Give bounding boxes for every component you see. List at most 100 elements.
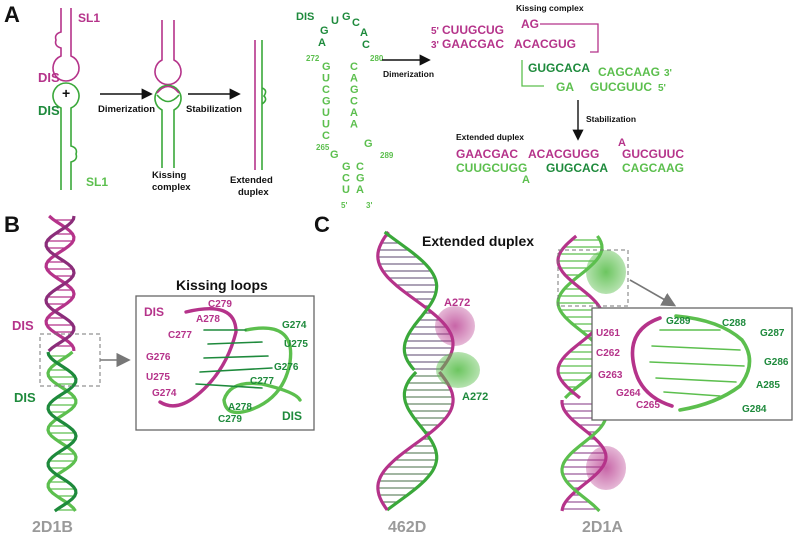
inset-b-green-label: U275 [284,339,308,350]
dis-hairpin-sequence: DIS G U G C A C A 272 280 [296,11,384,63]
hairpin-left-nt: U [322,107,330,119]
hairpin-left-nt: C [322,84,330,96]
pdb-label-2d1b: 2D1B [32,519,73,536]
inset-c-green-label: A285 [756,380,780,391]
kissing-label-1: Kissing [152,170,187,181]
inset-c-magenta-label: C262 [596,348,620,359]
hairpin-num-289: 289 [380,151,394,160]
kissing-bot-5p: 5' [658,83,666,94]
hairpin-left-nt: U [322,73,330,85]
backbone-strand [383,230,439,372]
backbone-strand [376,371,455,511]
inset-dis-green: DIS [282,409,302,423]
hairpin-left-nt: U [322,119,330,131]
a272-magenta-density [435,306,475,346]
structure-2d1a: 2D1A [556,234,677,536]
panel-label-b: B [4,212,20,237]
helix-462d [376,230,455,512]
kissing-bot-3p: 3' [664,68,672,79]
extended-duplex-sequences: Extended duplex A GAACGAC ACACGUGG GUCGU… [456,132,684,186]
kissing-top-3p: 3' [431,40,439,51]
hairpin-bulge-g: G [330,149,339,161]
extended-a-top: A [618,137,626,149]
inset-b-magenta-label: G274 [152,388,177,399]
panel-label-a: A [4,2,20,27]
hairpin-loop-nt: G [320,25,329,37]
kissing-stabilization-label: Stabilization [586,114,636,124]
kissing-bot-gugcaca: GUGCACA [528,61,590,75]
pdb-label-462d: 462D [388,519,426,536]
kissing-top-seq2: GAACGAC [442,37,504,51]
hairpin-num-280: 280 [370,54,384,63]
inset-b-strands [158,307,302,415]
backbone-strand [46,351,78,513]
sl1-bottom-label: SL1 [86,175,108,189]
stabilization-label: Stabilization [186,104,242,115]
inset-dis-magenta: DIS [144,305,164,319]
extended-duplex-title: Extended duplex [456,132,524,142]
kissing-top-5p: 5' [431,26,439,37]
hairpin-tail-right-nt: C [356,161,364,173]
hairpin-right-nt: C [350,96,358,108]
kissing-bot-cagcaag: CAGCAAG [598,65,660,79]
dimerization-label: Dimerization [98,104,155,115]
structure-2d1b: DIS DIS 2D1B [12,214,131,536]
backbone-strand [46,350,78,512]
hairpin-loop-nt: A [360,27,368,39]
inset-c-green-label: G289 [666,316,691,327]
hairpin-3prime: 3' [366,201,372,210]
kissing-complex-sequences: Dimerization Kissing complex 5' CUUGCUG … [382,3,672,141]
inset-b-magenta-label: A278 [196,314,220,325]
hairpin-num-272: 272 [306,54,320,63]
sl1-hairpin-green [52,82,80,190]
hairpin-dimerization-label: Dimerization [383,69,434,79]
hairpin-left-nt: G [322,61,331,73]
kissing-complex-schematic [154,20,182,168]
inset-c-strands [630,314,752,412]
inset-c-magenta-label: U261 [596,328,620,339]
extended-line2-c: CAGCAAG [622,161,684,175]
inset-c-green-label: G286 [764,357,789,368]
dis-top-label: DIS [38,70,60,85]
kissing-top-connector [540,23,599,53]
hairpin-loop-nt: G [342,11,351,23]
b-dis-top-label: DIS [12,318,34,333]
inset-b-magenta-label: C279 [208,299,232,310]
extended-line1-a: GAACGAC [456,147,518,161]
hairpin-right-nt: C [350,61,358,73]
b-dis-bottom-label: DIS [14,390,36,405]
a272-green-density [436,352,480,388]
hairpin-num-265: 265 [316,143,330,152]
inset-c-green-label: G284 [742,404,767,415]
a272-magenta-label: A272 [444,297,470,309]
inset-b-labels: C279A278C277G276U275G274G274U275G276C277… [146,299,308,425]
inset-b-magenta-label: C277 [168,330,192,341]
sl1-top-label: SL1 [78,11,100,25]
hairpin-left-nt: G [322,96,331,108]
inset-b-magenta-label: U275 [146,372,170,383]
plus-sign: + [62,85,70,101]
2d1a-green-density [586,250,626,294]
hairpin-tail-left-nt: U [342,184,350,196]
hairpin-tail-right-nt: A [356,184,364,196]
inset-b-magenta-label: G276 [146,352,171,363]
c-title-extended-duplex: Extended duplex [422,233,534,249]
hairpin-right-nt: G [364,138,373,150]
hairpin-tail-right-nt: G [356,173,365,185]
kissing-label-2: complex [152,182,191,193]
extended-line2-a: CUUGCUGG [456,161,527,175]
kissing-loops-inset: Kissing loops DIS DIS C279A278C277G276U2… [135,277,315,431]
kissing-bot-ga: GA [556,80,574,94]
extended-a-bot: A [522,174,530,186]
hairpin-dis-label: DIS [296,11,314,23]
inset-title-kissing-loops: Kissing loops [176,277,268,293]
2d1a-magenta-density [586,446,626,490]
hairpin-loop-nt: C [362,39,370,51]
pdb-label-2d1a: 2D1A [582,519,623,536]
kissing-top-seq1: CUUGCUG [442,23,504,37]
inset-b-green-label: G276 [274,362,299,373]
extended-label-1: Extended [230,175,273,186]
inset-b-green-label: A278 [228,402,252,413]
